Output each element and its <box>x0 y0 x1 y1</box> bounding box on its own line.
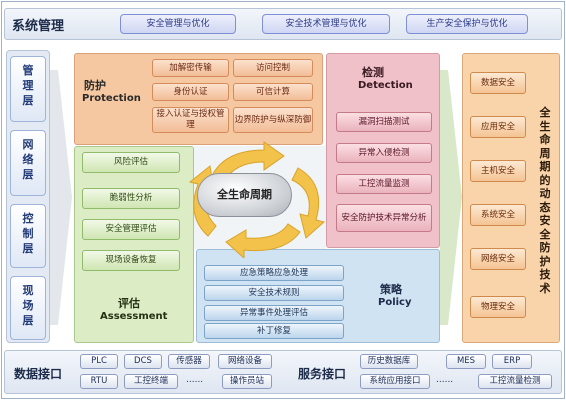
layer-control: 控制层 <box>10 204 46 268</box>
top-pill-3: 生产安全保护与优化 <box>406 14 528 34</box>
right-item-network: 网络安全 <box>470 248 526 270</box>
right-item-application: 应用安全 <box>470 116 526 138</box>
service-item-ellipsis: ...... <box>436 375 454 385</box>
policy-item-patch: 补丁修复 <box>204 323 344 339</box>
data-item-network-device: 网络设备 <box>218 354 272 369</box>
protection-item-boundary: 边界防护与纵深防御 <box>233 107 313 133</box>
detection-subtitle: Detection <box>358 80 413 91</box>
service-item-traffic-detect: 工控流量检测 <box>478 374 552 389</box>
detection-item-traffic: 工控流量监测 <box>336 174 432 194</box>
policy-item-event: 异常事件处理评估 <box>204 305 344 321</box>
service-interface-label: 服务接口 <box>298 367 347 381</box>
protection-item-identity: 身份认证 <box>152 83 229 101</box>
assessment-item-management: 安全管理评估 <box>82 219 180 240</box>
protection-subtitle: Protection <box>82 93 141 104</box>
assessment-item-vulnerability: 脆弱性分析 <box>82 188 180 209</box>
data-item-terminal: 工控终端 <box>124 374 178 389</box>
detection-item-anomaly: 安全防护技术异常分析 <box>336 204 432 232</box>
right-item-physical: 物理安全 <box>470 296 526 318</box>
flow-arrow-left <box>50 70 72 325</box>
data-item-plc: PLC <box>80 354 118 369</box>
system-management-title: 系统管理 <box>12 19 65 34</box>
detection-title: 检测 <box>362 66 384 79</box>
service-item-mes: MES <box>446 354 486 369</box>
assessment-subtitle: Assessment <box>100 311 168 322</box>
policy-subtitle: Policy <box>378 297 412 308</box>
data-interface-label: 数据接口 <box>14 367 63 381</box>
flow-arrow-right <box>440 70 462 325</box>
data-item-ellipsis: ...... <box>186 375 204 385</box>
policy-item-rules: 安全技术规则 <box>204 285 344 301</box>
lifecycle-label: 全生命周期 <box>197 173 292 217</box>
data-item-dcs: DCS <box>124 354 162 369</box>
service-item-erp: ERP <box>492 354 532 369</box>
data-item-operator-station: 操作员站 <box>222 374 272 389</box>
right-item-data: 数据安全 <box>470 72 526 94</box>
assessment-item-recovery: 现场设备恢复 <box>82 250 180 271</box>
right-item-host: 主机安全 <box>470 160 526 182</box>
top-pill-2: 安全技术管理与优化 <box>262 14 390 34</box>
top-pill-1: 安全管理与优化 <box>120 14 236 34</box>
service-item-app-interface: 系统应用接口 <box>360 374 430 389</box>
layer-control-label: 控制层 <box>22 212 34 255</box>
data-item-sensor: 传感器 <box>168 354 210 369</box>
detection-item-intrusion: 异常入侵检测 <box>336 143 432 163</box>
security-tech-panel <box>462 53 560 343</box>
lifecycle-protection-label: 全生命周期的动态安全防护技术 <box>539 106 551 295</box>
layer-field: 现场层 <box>10 276 46 340</box>
layer-field-label: 现场层 <box>22 284 34 327</box>
assessment-panel <box>74 146 194 343</box>
assessment-title: 评估 <box>118 297 140 310</box>
policy-title: 策略 <box>380 283 402 296</box>
protection-item-access-control: 访问控制 <box>233 59 313 77</box>
layer-network-label: 网络层 <box>22 138 34 181</box>
protection-item-trusted-computing: 可信计算 <box>233 83 313 101</box>
data-item-rtu: RTU <box>80 374 118 389</box>
service-item-historian: 历史数据库 <box>360 354 418 369</box>
policy-item-emergency: 应急策略应急处理 <box>204 265 344 281</box>
right-item-system: 系统安全 <box>470 204 526 226</box>
layer-management: 管理层 <box>10 56 46 122</box>
protection-item-encryption: 加解密传输 <box>152 59 229 77</box>
layer-network: 网络层 <box>10 130 46 196</box>
detection-item-vuln-scan: 漏洞扫描测试 <box>336 112 432 132</box>
protection-title: 防护 <box>84 79 106 92</box>
protection-item-access-auth: 接入认证与授权管理 <box>152 107 229 133</box>
layer-management-label: 管理层 <box>22 64 34 107</box>
assessment-item-risk: 风险评估 <box>82 152 180 173</box>
